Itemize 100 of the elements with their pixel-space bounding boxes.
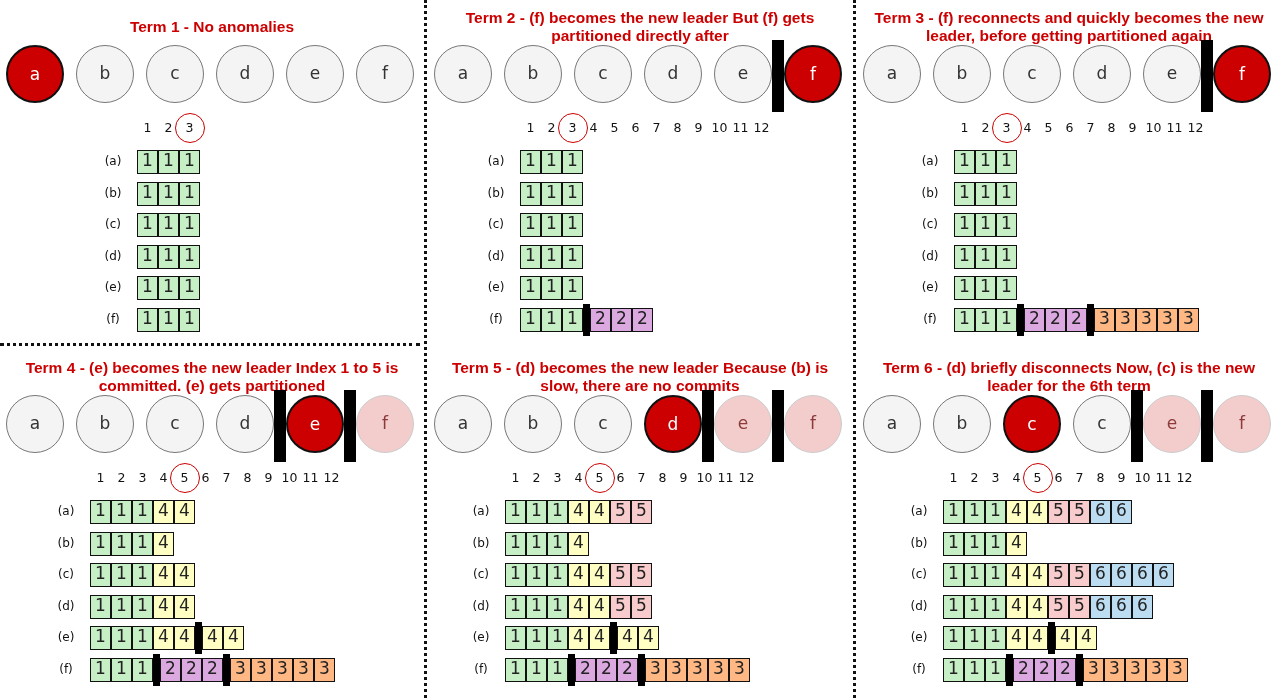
log-entry: 1: [954, 213, 975, 237]
index-number: 4: [573, 470, 584, 486]
log-entry: 4: [1006, 626, 1027, 650]
log-entry: 3: [1125, 657, 1146, 682]
server-node: d: [644, 395, 702, 453]
log-entry: 1: [526, 531, 547, 556]
log-entry: 1: [996, 213, 1017, 237]
server-node: f: [784, 395, 842, 453]
server-label: (c): [472, 566, 490, 582]
index-number: 4: [1011, 470, 1022, 486]
log-entry: 1: [562, 244, 583, 269]
log-entry: 3: [645, 657, 666, 682]
server-label: (c): [910, 566, 928, 582]
log-entry: 1: [526, 626, 547, 650]
log-entry: 4: [1006, 500, 1027, 524]
index-number: 3: [1001, 120, 1012, 136]
log-entry: 1: [954, 150, 975, 174]
server-label: (b): [471, 534, 491, 551]
server-node: f: [356, 395, 414, 453]
log-entry: 5: [1069, 500, 1090, 524]
index-number: 12: [1186, 120, 1205, 136]
log-entry: 1: [943, 594, 964, 619]
log-entry: 1: [541, 244, 562, 269]
server-node: c: [574, 395, 632, 453]
index-number: 10: [1144, 120, 1163, 136]
server-label: (f): [922, 310, 938, 327]
log-entry: 2: [202, 657, 223, 682]
log-entry: 1: [505, 594, 526, 619]
server-node: f: [356, 45, 414, 103]
log-entry: 6: [1153, 563, 1174, 587]
index-number: 2: [531, 470, 542, 486]
log-entry: 4: [568, 531, 589, 556]
log-entry: 3: [729, 657, 750, 682]
log-entry: 1: [954, 244, 975, 269]
server-label: (c): [57, 566, 75, 582]
server-label: (f): [911, 660, 927, 677]
log-entry: 1: [996, 181, 1017, 206]
server-label: (b): [103, 184, 123, 201]
index-number: 12: [322, 470, 341, 486]
index-number: 6: [1064, 120, 1075, 136]
index-number: 6: [200, 470, 211, 486]
log-entry: 5: [1048, 500, 1069, 524]
log-entry: 6: [1132, 563, 1153, 587]
log-entry: 1: [943, 657, 964, 682]
log-entry: 4: [589, 626, 610, 650]
index-number: 10: [280, 470, 299, 486]
server-label: (a): [103, 153, 123, 169]
panel-title: Term 6 - (d) briefly disconnects Now, (c) is the new leader for the 6th term: [881, 358, 1257, 396]
log-entry: 5: [1069, 594, 1090, 619]
log-entry: 6: [1090, 563, 1111, 587]
log-entry: 1: [520, 181, 541, 206]
log-entry: 1: [996, 244, 1017, 269]
server-label: (f): [488, 310, 504, 327]
log-entry: 1: [975, 213, 996, 237]
index-number: 5: [1032, 470, 1043, 486]
log-entry: 4: [153, 531, 174, 556]
server-node: d: [216, 395, 274, 453]
log-entry: 5: [1069, 563, 1090, 587]
log-entry: 1: [541, 150, 562, 174]
log-entry: 4: [568, 626, 589, 650]
server-label: (c): [104, 216, 122, 232]
log-entry: 1: [111, 563, 132, 587]
log-entry: 2: [1045, 307, 1066, 332]
index-number: 11: [301, 470, 320, 486]
log-entry: 1: [158, 150, 179, 174]
server-label: (a): [920, 153, 940, 169]
log-entry: 2: [611, 307, 632, 332]
index-number: 4: [1022, 120, 1033, 136]
log-entry: 1: [547, 500, 568, 524]
server-label: (c): [921, 216, 939, 232]
index-number: 5: [1043, 120, 1054, 136]
log-entry: 1: [985, 563, 1006, 587]
log-entry: 1: [137, 150, 158, 174]
server-node: d: [1073, 45, 1131, 103]
server-label: (d): [471, 597, 491, 614]
log-entry: 2: [1066, 307, 1087, 332]
log-entry: 2: [617, 657, 638, 682]
server-node: c: [1073, 395, 1131, 453]
log-entry: 1: [562, 150, 583, 174]
server-node: d: [216, 45, 274, 103]
index-number: 1: [959, 120, 970, 136]
server-node: c: [574, 45, 632, 103]
log-entry: 1: [90, 531, 111, 556]
log-entry: 1: [158, 307, 179, 332]
server-label: (d): [56, 597, 76, 614]
log-entry: 2: [596, 657, 617, 682]
log-entry: 3: [708, 657, 729, 682]
index-number: 2: [116, 470, 127, 486]
server-label: (c): [487, 216, 505, 232]
log-entry: 4: [568, 563, 589, 587]
server-node: c: [1003, 395, 1061, 453]
server-node: c: [146, 395, 204, 453]
server-label: (f): [473, 660, 489, 677]
index-number: 3: [990, 470, 1001, 486]
server-label: (e): [909, 629, 929, 645]
log-entry: 1: [996, 150, 1017, 174]
log-entry: 6: [1090, 500, 1111, 524]
index-number: 10: [1133, 470, 1152, 486]
log-entry: 4: [617, 626, 638, 650]
index-number: 2: [546, 120, 557, 136]
